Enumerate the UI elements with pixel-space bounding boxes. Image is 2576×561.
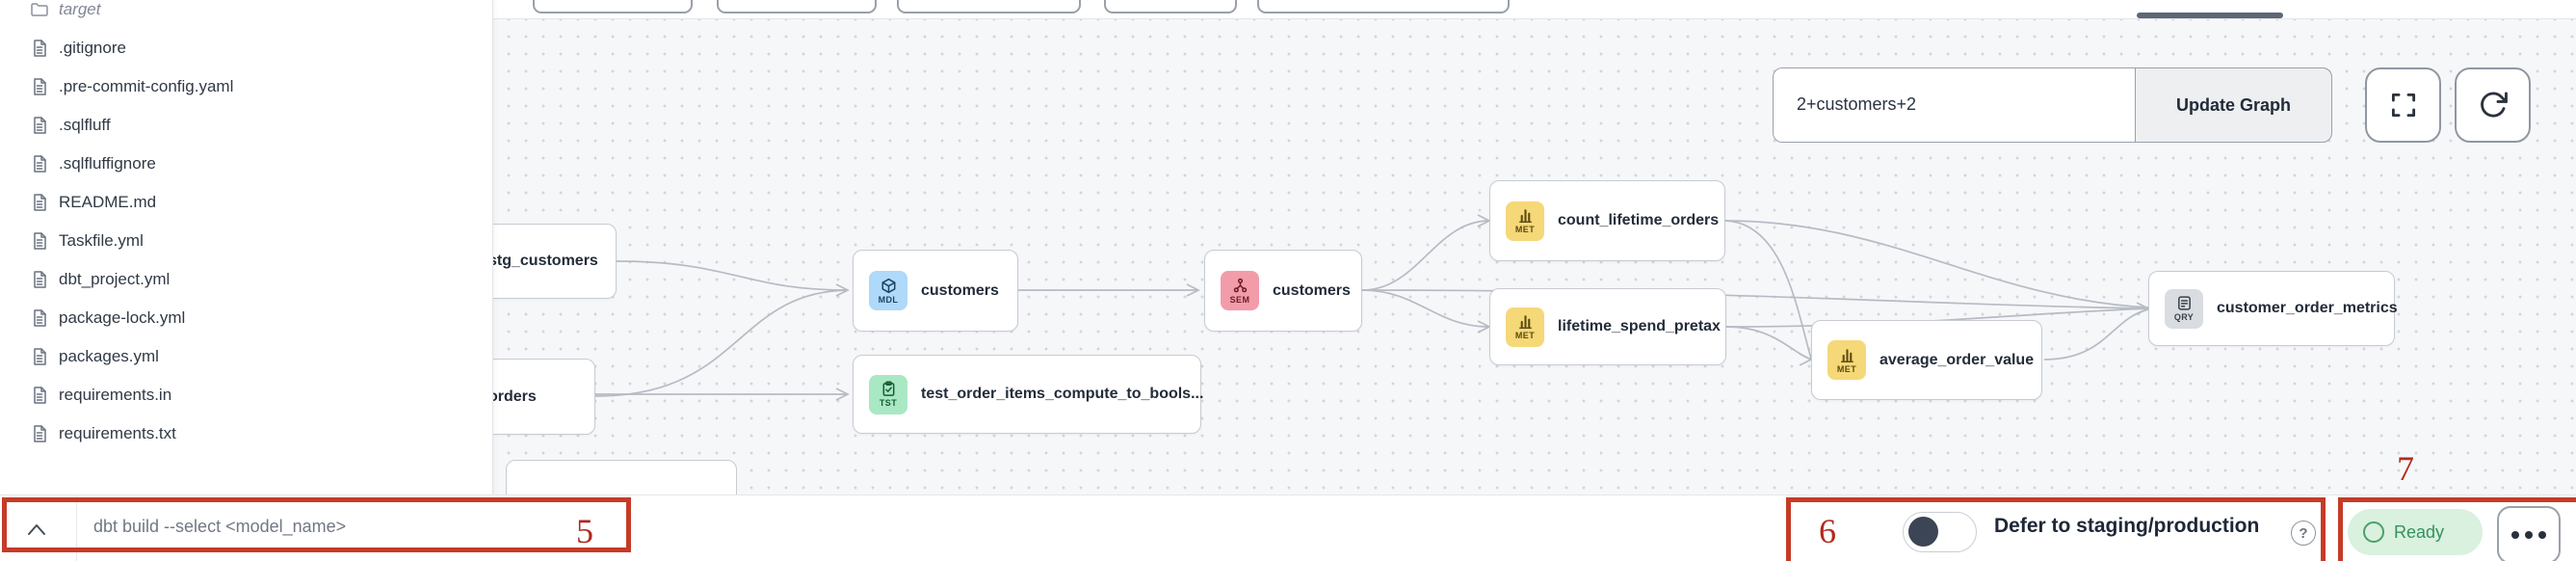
file-icon xyxy=(34,348,46,365)
file-icon xyxy=(34,194,46,211)
toolbar-button-fragment[interactable] xyxy=(717,0,877,13)
chevron-up-icon xyxy=(28,524,45,535)
file-icon xyxy=(34,78,46,95)
metric-badge: MET xyxy=(1506,307,1544,347)
toolbar-button-fragment[interactable] xyxy=(897,0,1081,13)
annotation-box-5 xyxy=(2,497,631,552)
update-graph-button[interactable]: Update Graph xyxy=(2135,67,2332,143)
fullscreen-icon xyxy=(2391,93,2415,118)
file-icon xyxy=(34,40,46,57)
file-tree-item[interactable]: requirements.txt xyxy=(0,414,492,453)
node-label: stg_customers xyxy=(488,253,598,269)
help-icon[interactable]: ? xyxy=(2291,521,2316,546)
metric-badge: MET xyxy=(1827,340,1866,380)
lineage-node-average-order-value[interactable]: MET average_order_value xyxy=(1811,320,2042,400)
lineage-node-lifetime-spend-pretax[interactable]: MET lifetime_spend_pretax xyxy=(1489,288,1726,365)
toolbar-button-fragment[interactable] xyxy=(1104,0,1237,13)
saved-query-badge: QRY xyxy=(2165,288,2203,329)
refresh-button[interactable] xyxy=(2455,67,2531,143)
annotation-box-7 xyxy=(2338,497,2576,561)
fullscreen-button[interactable] xyxy=(2365,67,2441,143)
file-icon xyxy=(34,117,46,134)
command-bar-divider xyxy=(76,494,77,561)
file-icon xyxy=(34,309,46,327)
file-tree-item[interactable]: package-lock.yml xyxy=(0,299,492,337)
lineage-selector-input[interactable]: 2+customers+2 xyxy=(1773,67,2136,143)
file-tree-item[interactable]: dbt_project.yml xyxy=(0,260,492,299)
toolbar-button-fragment[interactable] xyxy=(533,0,693,13)
file-icon xyxy=(34,425,46,442)
file-tree-item[interactable]: Taskfile.yml xyxy=(0,222,492,260)
lineage-node-customers-model[interactable]: MDL customers xyxy=(853,250,1018,332)
refresh-icon xyxy=(2480,92,2508,118)
file-tree-item-target[interactable]: target xyxy=(0,0,492,29)
annotation-box-6 xyxy=(1786,497,2326,561)
status-badge-ready[interactable]: Ready xyxy=(2348,509,2483,555)
expand-command-bar-button[interactable] xyxy=(25,521,48,545)
command-input[interactable]: dbt build --select <model_name> xyxy=(93,517,347,536)
file-icon xyxy=(34,232,46,250)
annotation-number-7: 7 xyxy=(2397,449,2414,488)
active-tab-indicator xyxy=(2137,13,2283,18)
test-clipboard-icon xyxy=(882,381,894,396)
toolbar-button-fragment[interactable] xyxy=(1257,0,1510,13)
folder-icon xyxy=(31,3,48,16)
file-explorer-panel: target .gitignore .pre-commit-config.yam… xyxy=(0,0,493,494)
file-tree-item[interactable]: packages.yml xyxy=(0,337,492,376)
node-label: average_order_value xyxy=(1879,351,2035,368)
canvas-top-toolbar xyxy=(493,0,2576,19)
file-tree-item[interactable]: .sqlfluff xyxy=(0,106,492,145)
file-tree-item[interactable]: .pre-commit-config.yaml xyxy=(0,67,492,106)
metric-bar-chart-icon xyxy=(1518,315,1532,330)
defer-toggle-label: Defer to staging/production xyxy=(1994,515,2260,537)
more-options-button[interactable] xyxy=(2497,506,2561,561)
lineage-node-customer-order-metrics[interactable]: QRY customer_order_metrics xyxy=(2148,271,2398,346)
node-label: test_order_items_compute_to_bools... xyxy=(921,386,1204,402)
file-tree-item[interactable]: requirements.in xyxy=(0,376,492,414)
annotation-number-6: 6 xyxy=(1819,512,1836,550)
metric-bar-chart-icon xyxy=(1840,348,1853,362)
node-label: orders xyxy=(488,387,537,405)
file-icon xyxy=(34,387,46,404)
file-tree-item[interactable]: .sqlfluffignore xyxy=(0,145,492,183)
defer-toggle[interactable] xyxy=(1903,512,1977,552)
annotation-number-5: 5 xyxy=(576,512,593,550)
node-label: count_lifetime_orders xyxy=(1558,212,1720,228)
lineage-node-customers-semantic[interactable]: SEM customers xyxy=(1204,250,1362,332)
toggle-knob xyxy=(1908,517,1938,547)
metric-badge: MET xyxy=(1506,200,1544,241)
lineage-node-count-lifetime-orders[interactable]: MET count_lifetime_orders xyxy=(1489,180,1725,261)
metric-bar-chart-icon xyxy=(1518,209,1532,224)
lineage-node-test-order-items[interactable]: TST test_order_items_compute_to_bools... xyxy=(853,355,1204,434)
file-tree-item[interactable]: .gitignore xyxy=(0,29,492,67)
model-cube-icon xyxy=(881,278,895,293)
query-report-icon xyxy=(2177,296,2191,310)
file-icon xyxy=(34,155,46,173)
status-ring-icon xyxy=(2363,521,2384,543)
file-tree-item[interactable]: README.md xyxy=(0,183,492,222)
node-label: customers xyxy=(1273,281,1351,299)
model-badge: MDL xyxy=(869,271,907,310)
ellipsis-icon xyxy=(2511,531,2519,539)
semantic-graph-icon xyxy=(1233,278,1247,292)
test-badge: TST xyxy=(869,374,907,414)
node-label: customers xyxy=(921,281,999,299)
file-icon xyxy=(34,271,46,288)
node-label: lifetime_spend_pretax xyxy=(1558,318,1721,334)
semantic-model-badge: SEM xyxy=(1221,271,1259,310)
node-label: customer_order_metrics xyxy=(2217,300,2398,316)
